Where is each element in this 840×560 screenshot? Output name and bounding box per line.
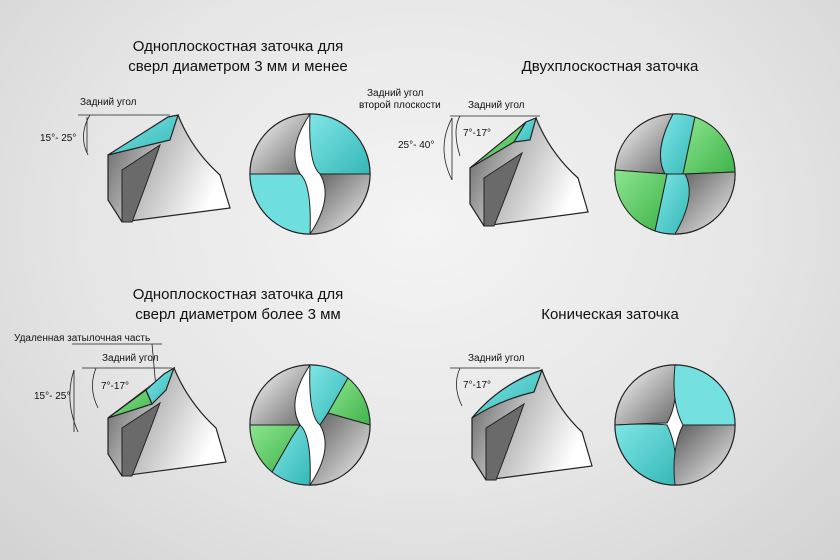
panel4-drill-side-view [450, 367, 593, 481]
panel2-inner-angle-label: 7°-17° [463, 128, 492, 139]
panel2-relief-face [512, 116, 537, 143]
panel2-cyan-bottom [654, 173, 690, 235]
panel3-angle-lines [69, 343, 172, 433]
panel1-angle-lines [78, 114, 170, 156]
panel1-body-top-left [249, 113, 311, 175]
panel4-drill-end-view [614, 364, 736, 486]
panel2-drill-side-view [443, 115, 589, 227]
panel2-title: Двухплоскостная заточка [521, 58, 699, 75]
panel1-relief-face [107, 114, 179, 156]
panel3-drill-end-view [249, 364, 371, 486]
panel2-outer-angle-label: 25°- 40° [398, 140, 435, 151]
panel2-second-plane-label-1: Задний угол [367, 88, 424, 99]
panel2-cyan-top [660, 113, 696, 175]
panel3-green-bottom-left [249, 424, 301, 473]
panel4-cyan-top-right [673, 364, 736, 426]
panel4-body-bottom-right [673, 424, 736, 486]
panel3-relief-face [145, 366, 176, 406]
panel3-title: Одноплоскостная заточка для сверл диамет… [132, 286, 344, 323]
panel4-angle-lines [450, 367, 540, 407]
panel2-second-plane-label-2: второй плоскости [359, 100, 441, 111]
panel3-flute [121, 401, 161, 477]
panel3-outer-angle-label: 15°- 25° [34, 391, 71, 402]
panel1-flute [121, 143, 161, 223]
panel1-angle-range-label: 15°- 25° [40, 133, 77, 144]
panel4-inner-angle-label: 7°-17° [463, 380, 492, 391]
panel2-drill-end-view [614, 113, 736, 235]
panel3-relief-angle-label: Задний угол [102, 353, 159, 364]
panel1-drill-end-view [249, 113, 371, 235]
panel4-flute [485, 402, 525, 481]
panel2-angle-lines [443, 115, 540, 181]
panel3-inner-angle-label: 7°-17° [101, 381, 130, 392]
panel4-title: Коническая заточка [541, 306, 679, 323]
panel1-title: Одноплоскостная заточка для сверл диамет… [128, 38, 348, 75]
panel3-body-bottom-right [309, 412, 371, 486]
panel2-relief-angle-label: Задний угол [468, 100, 525, 111]
panel2-green-bottom-left [614, 169, 668, 232]
panel1-face-top-right [309, 113, 371, 175]
panel1-body-bottom-right [309, 173, 371, 235]
panel1-relief-angle-label: Задний угол [80, 97, 137, 108]
panel3-removed-heel-label: Удаленная затылочная часть [14, 333, 151, 344]
panel1-face-bottom-left [249, 173, 311, 235]
panel4-body-top-left [614, 364, 677, 426]
panel1-drill-side-view [78, 114, 231, 223]
panel4-conical-face [471, 369, 543, 419]
panel2-flute [483, 151, 523, 227]
panel2-body-bottom-right [674, 171, 736, 235]
panel4-relief-angle-label: Задний угол [468, 353, 525, 364]
panel3-body-top-left [249, 364, 311, 426]
panel3-drill-side-view [69, 343, 227, 477]
panel4-cyan-bottom-left [614, 423, 677, 486]
